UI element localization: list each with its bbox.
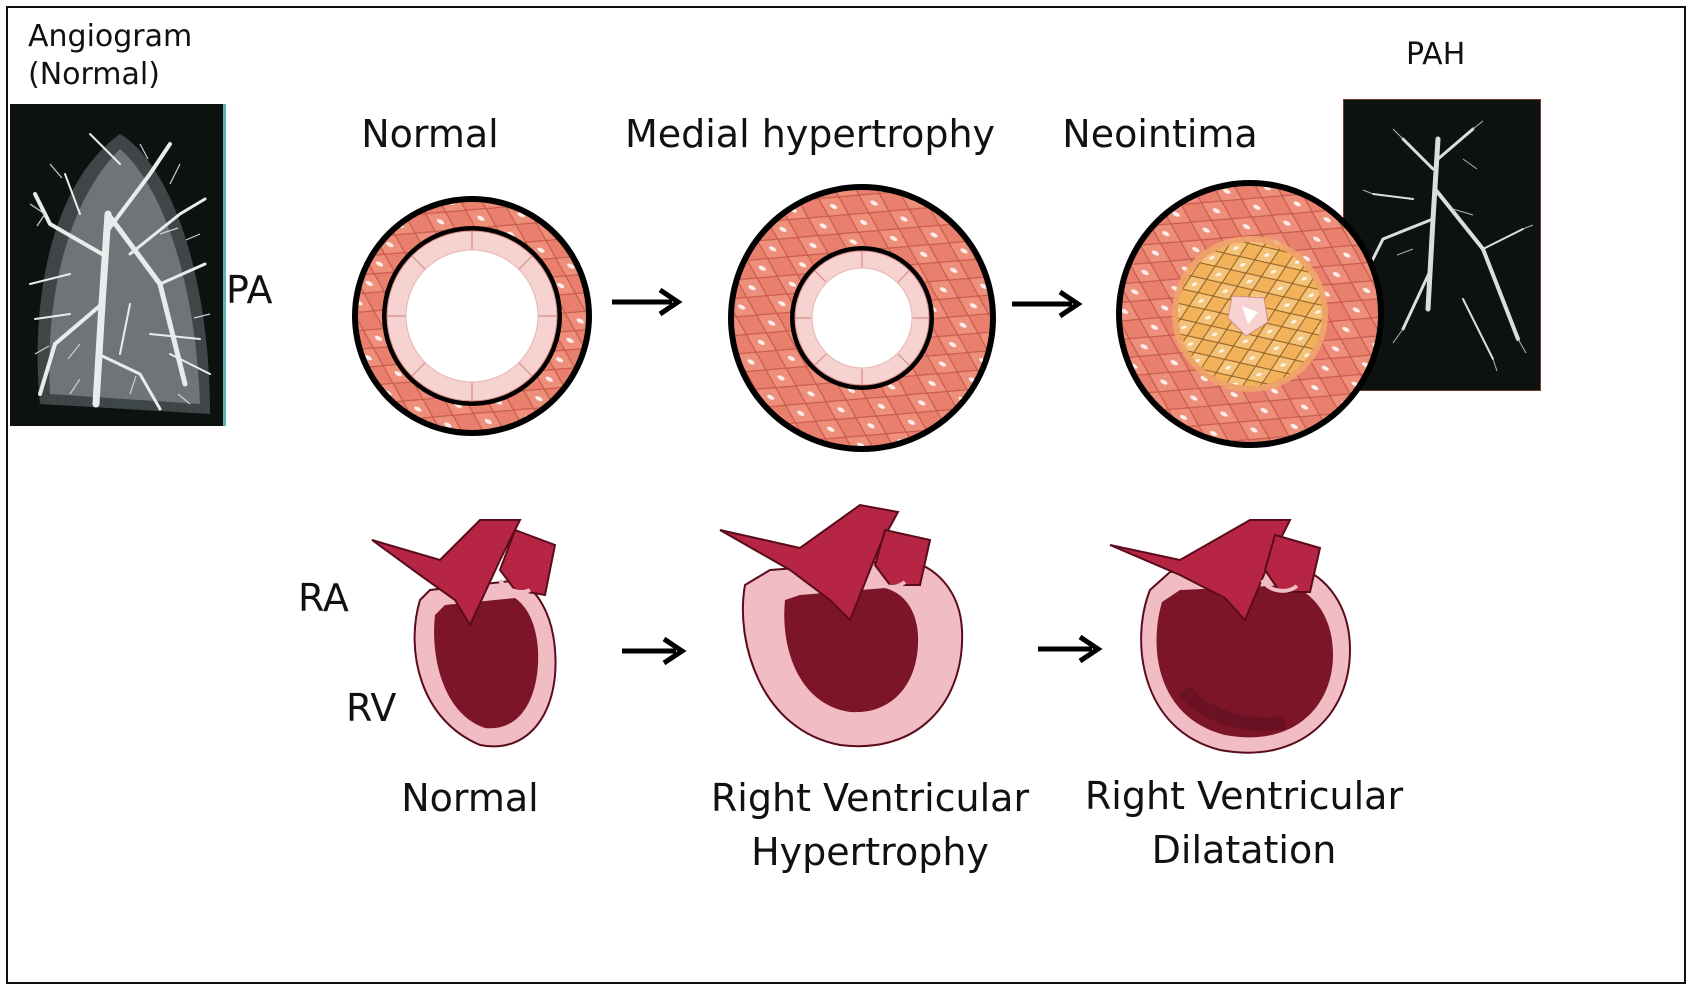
heart-caption-normal-line1: Normal [330, 776, 610, 820]
rv-label: RV [346, 686, 396, 730]
rv-hypertrophy-heart-illustration [720, 505, 962, 746]
heart-caption-normal: Normal [330, 776, 610, 820]
heart-caption-rv-hypertrophy-line2: Hypertrophy [690, 830, 1050, 874]
neointima-vessel-cross-section [1116, 180, 1384, 448]
right-arrow-icon [612, 290, 678, 314]
heart-caption-rv-dilatation: Right Ventricular Dilatation [1064, 774, 1424, 872]
heart-caption-rv-hypertrophy-line1: Right Ventricular [690, 776, 1050, 820]
right-arrow-icon [622, 639, 682, 663]
right-arrow-icon [1038, 637, 1098, 661]
rv-dilatation-heart-illustration [1110, 520, 1350, 753]
ra-label: RA [298, 576, 349, 620]
normal-heart-illustration [372, 520, 556, 746]
heart-caption-rv-dilatation-line2: Dilatation [1064, 828, 1424, 872]
heart-caption-rv-dilatation-line1: Right Ventricular [1064, 774, 1424, 818]
heart-caption-rv-hypertrophy: Right Ventricular Hypertrophy [690, 776, 1050, 874]
normal-vessel-cross-section [352, 196, 592, 436]
medial-hypertrophy-vessel-cross-section [728, 184, 996, 452]
right-arrow-icon [1012, 292, 1078, 316]
